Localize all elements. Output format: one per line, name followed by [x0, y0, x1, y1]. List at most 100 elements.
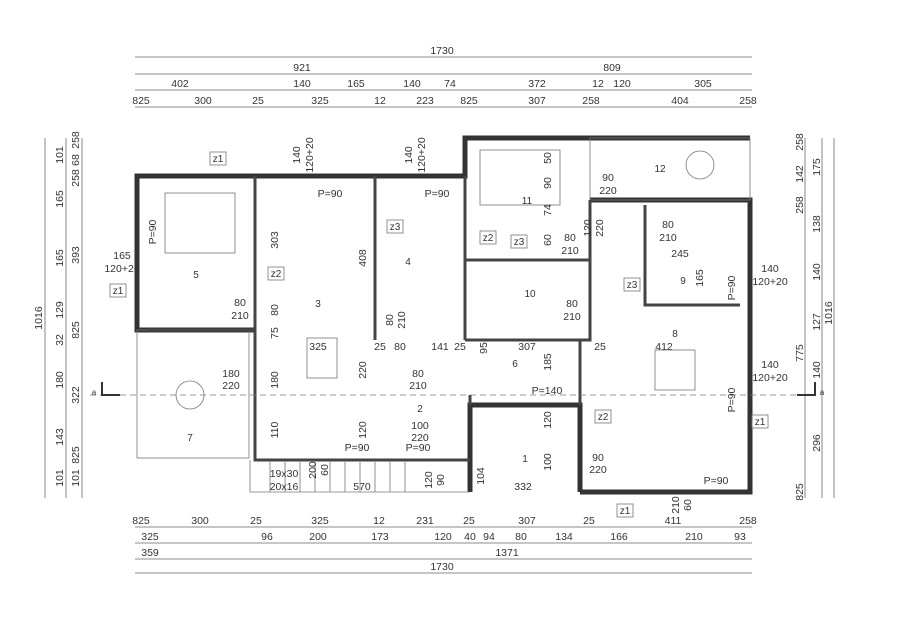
room-number: 10: [524, 289, 536, 300]
opening-label: 165: [694, 269, 706, 287]
opening-label: 25: [594, 341, 606, 353]
wall-type-tag: z1: [213, 154, 224, 165]
opening-label: 95: [478, 342, 490, 354]
room-number: 5: [193, 270, 199, 281]
opening-label: 307: [518, 341, 536, 353]
room-number: 11: [522, 196, 533, 207]
opening-label: 210: [231, 310, 249, 322]
dimension-label-bottom: 1371: [495, 547, 519, 559]
dimension-label-right: 296: [811, 434, 823, 452]
dimension-label-top: 825: [460, 95, 478, 107]
opening-label: 90: [435, 474, 447, 486]
dimension-label-bottom: 120: [434, 531, 452, 543]
opening-label: 408: [357, 249, 369, 267]
opening-label: 80: [394, 341, 406, 353]
dimension-lines: [44, 56, 835, 574]
wall-tag-box: [386, 219, 404, 234]
dimension-label-top: 12: [592, 78, 604, 90]
opening-label: 100: [542, 453, 554, 471]
opening-label: 245: [671, 248, 689, 260]
section-label-right: a: [820, 388, 825, 397]
opening-label: 140: [403, 146, 415, 164]
wall-tag-box: [267, 266, 285, 281]
dimension-label-bottom: 359: [141, 547, 159, 559]
wall-type-tag: z3: [514, 237, 525, 248]
opening-label: P=140: [532, 385, 563, 397]
opening-label: 120+20: [416, 137, 428, 172]
dimension-label-top: 300: [194, 95, 212, 107]
dimension-label-bottom: 307: [518, 515, 536, 527]
opening-label: 220: [411, 432, 429, 444]
wall-type-tag: z2: [483, 233, 494, 244]
opening-label: 90: [602, 172, 614, 184]
dimension-label-left: 165: [54, 249, 66, 267]
opening-label: 210: [563, 311, 581, 323]
opening-label: P=90: [726, 275, 738, 300]
dimension-label-left: 68: [70, 154, 82, 166]
dimension-label-right: 258: [794, 196, 806, 214]
room-number: 7: [187, 433, 193, 444]
opening-label: 140: [761, 263, 779, 275]
dimension-label-right: 140: [811, 263, 823, 281]
bed-icon: [479, 149, 561, 206]
opening-label: 140: [291, 146, 303, 164]
opening-label: 120+20: [752, 372, 787, 384]
opening-label: 60: [542, 234, 554, 246]
opening-label: 200: [307, 461, 319, 479]
opening-label: 332: [514, 481, 532, 493]
opening-label: 210: [561, 245, 579, 257]
room-number: 12: [654, 164, 666, 175]
opening-label: P=90: [425, 188, 450, 200]
dimension-label-left: 825: [70, 446, 82, 464]
dining-table-icon: [306, 337, 338, 379]
dimension-label-left: 1016: [33, 306, 45, 330]
dimension-label-top: 825: [132, 95, 150, 107]
dimension-label-bottom: 1730: [430, 561, 454, 573]
opening-label: 325: [309, 341, 327, 353]
dimension-label-left: 101: [54, 469, 66, 487]
dimension-label-bottom: 93: [734, 531, 746, 543]
wall-type-tag: z1: [755, 417, 766, 428]
opening-label: 25: [454, 341, 466, 353]
opening-label: 303: [269, 231, 281, 249]
dimension-label-top: 809: [603, 62, 621, 74]
exterior-wall-bottom: [467, 402, 583, 492]
dimension-label-top: 25: [252, 95, 264, 107]
dimension-label-left: 32: [54, 334, 66, 346]
section-marker-right: [797, 382, 816, 396]
opening-label: 80: [384, 314, 396, 326]
opening-label: 60: [319, 464, 331, 476]
dimension-label-bottom: 411: [665, 515, 682, 527]
dimension-label-left: 258: [70, 131, 82, 149]
room-number: 6: [512, 359, 518, 370]
bed-icon: [164, 192, 236, 254]
opening-label: 74: [542, 204, 554, 216]
dimension-label-top: 307: [528, 95, 546, 107]
opening-label: 80: [566, 298, 578, 310]
dimension-label-bottom: 40: [464, 531, 476, 543]
dimension-label-left: 101: [70, 469, 82, 487]
dimension-label-bottom: 96: [261, 531, 273, 543]
dimension-label-left: 322: [70, 386, 82, 404]
opening-label: 104: [475, 467, 487, 485]
stairs: [269, 462, 406, 492]
dimension-label-bottom: 825: [132, 515, 150, 527]
dimension-label-bottom: 231: [416, 515, 434, 527]
opening-label: P=90: [704, 475, 729, 487]
dimension-label-bottom: 325: [141, 531, 159, 543]
room-number: 4: [405, 257, 411, 268]
room-number: 8: [672, 329, 678, 340]
opening-label: 120: [423, 471, 435, 489]
opening-label: 50: [542, 152, 554, 164]
dimension-label-left: 165: [54, 190, 66, 208]
opening-label: 210: [396, 311, 408, 329]
opening-label: 60: [682, 499, 694, 511]
wall-type-tag: z1: [113, 286, 124, 297]
dimension-label-top: 140: [293, 78, 311, 90]
opening-label: 220: [222, 380, 240, 392]
dimension-label-bottom: 80: [515, 531, 527, 543]
dimension-label-bottom: 25: [583, 515, 595, 527]
room-number: 2: [417, 404, 423, 415]
dimension-label-top: 921: [293, 62, 311, 74]
dimension-label-top: 372: [528, 78, 546, 90]
